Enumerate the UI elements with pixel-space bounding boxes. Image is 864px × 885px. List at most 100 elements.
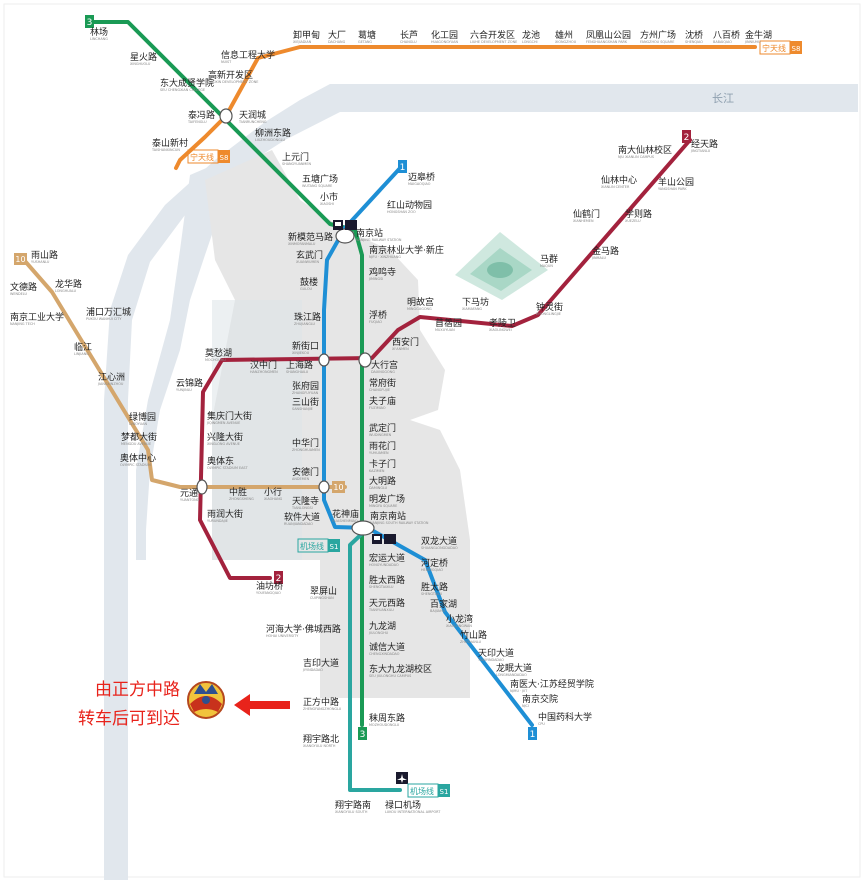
station-name-en: OLYMPIC STADIUM EAST	[207, 466, 249, 470]
station-name-en: ZHUSHANLU	[460, 640, 482, 644]
station-name: 苜蓿园	[435, 317, 462, 329]
station-name: 泰冯路	[188, 109, 215, 121]
district-shading	[205, 150, 470, 698]
station-name-en: XUEZELU	[625, 219, 641, 223]
station-name: 雨润大街	[207, 508, 243, 520]
station-name: 五塘广场	[302, 173, 338, 185]
station-name-en: XIAMAFANG	[462, 307, 482, 311]
station-name: 汉中门	[250, 359, 277, 371]
station-name: 红山动物园	[387, 199, 432, 211]
svg-text:1: 1	[400, 163, 406, 173]
svg-text:S8: S8	[792, 45, 801, 53]
interchange-nodes	[196, 108, 375, 536]
station-name-en: SANSHANJIE	[292, 407, 313, 411]
station-name-en: JIMINGSI	[368, 277, 383, 281]
station-name: 星火路	[130, 51, 157, 63]
station-name: 翠屏山	[310, 586, 337, 597]
station-name: 三山街	[292, 396, 319, 408]
station-name: 沈桥	[685, 29, 703, 41]
station-name: 南京交院	[522, 693, 558, 705]
station-name-en: SHANGHAILU	[286, 370, 309, 374]
station-name-en: HONGYUNDADAO	[369, 563, 399, 567]
station-name: 天元西路	[369, 597, 405, 609]
svg-text:3: 3	[360, 730, 366, 740]
station-name-en: TIANYINDADAO	[477, 658, 504, 662]
station-name: 莫愁湖	[205, 347, 232, 359]
station-name: 天润城	[239, 109, 266, 121]
line-1-route	[322, 164, 534, 727]
station-name-en: DACHANG	[328, 40, 346, 44]
badge-line-2-top: 2	[682, 130, 691, 143]
station-name: 雨山路	[31, 249, 58, 261]
station-name: 明故宫	[407, 296, 434, 308]
airplane-icon	[396, 772, 408, 784]
svg-text:2: 2	[276, 574, 282, 584]
station-name: 梦都大街	[121, 431, 157, 443]
station-name-en: LUKOU INTERNATIONAL AIRPORT	[385, 810, 441, 814]
station-name: 小行	[264, 486, 282, 498]
station-name-en: XIONGZHOU	[555, 40, 577, 44]
station-name-en: CHANGFUJIE	[369, 388, 390, 392]
station-name-en: MOZHOUDONGLU	[369, 723, 400, 727]
station-name: 天隆寺	[292, 495, 319, 507]
station-name-en: XUANWUMEN	[296, 260, 320, 264]
station-name-en: LIUHE DEVELOPMENT ZONE	[470, 40, 517, 44]
transfer-note-line-1: 由正方中路	[95, 680, 180, 700]
station-name-en: XIEJIADIAN	[293, 40, 312, 44]
station-name-en: JINGTIANLU	[690, 149, 711, 153]
station-name: 钟灵街	[536, 301, 563, 313]
svg-text:2: 2	[684, 133, 690, 143]
station-name-en: XINMOFANMALU	[288, 242, 316, 246]
left-arrow-icon	[234, 694, 290, 716]
station-name: 经天路	[691, 138, 718, 150]
park-purple-mountain	[455, 232, 548, 300]
station-name-en: HEDINGQIAO	[421, 568, 443, 572]
svg-text:10: 10	[15, 255, 25, 264]
station-name-en: NJU XIANLIN CAMPUS	[618, 155, 654, 159]
station-name: 绿博园	[129, 411, 156, 423]
station-name: 长芦	[400, 29, 418, 41]
station-name-en: YANGSHAN PARK	[658, 187, 687, 191]
inner-district	[212, 300, 302, 560]
station-name-en: CHENGXINDADAO	[369, 652, 400, 656]
station-name-en: YUHUAMEN	[369, 451, 389, 455]
station-name-en: WUTANG SQUARE	[302, 184, 332, 188]
station-name: 南医大·江苏经贸学院	[510, 678, 594, 690]
station-name-en: NUIST	[221, 60, 232, 64]
station-name-en: NANJING TECH	[10, 322, 35, 326]
station-name: 奥体中心	[120, 452, 156, 464]
station-name-en: TAISHANXINCUN	[151, 148, 180, 152]
badge-line-3-bottom: 3	[358, 727, 367, 740]
station-name: 大厂	[328, 29, 346, 41]
